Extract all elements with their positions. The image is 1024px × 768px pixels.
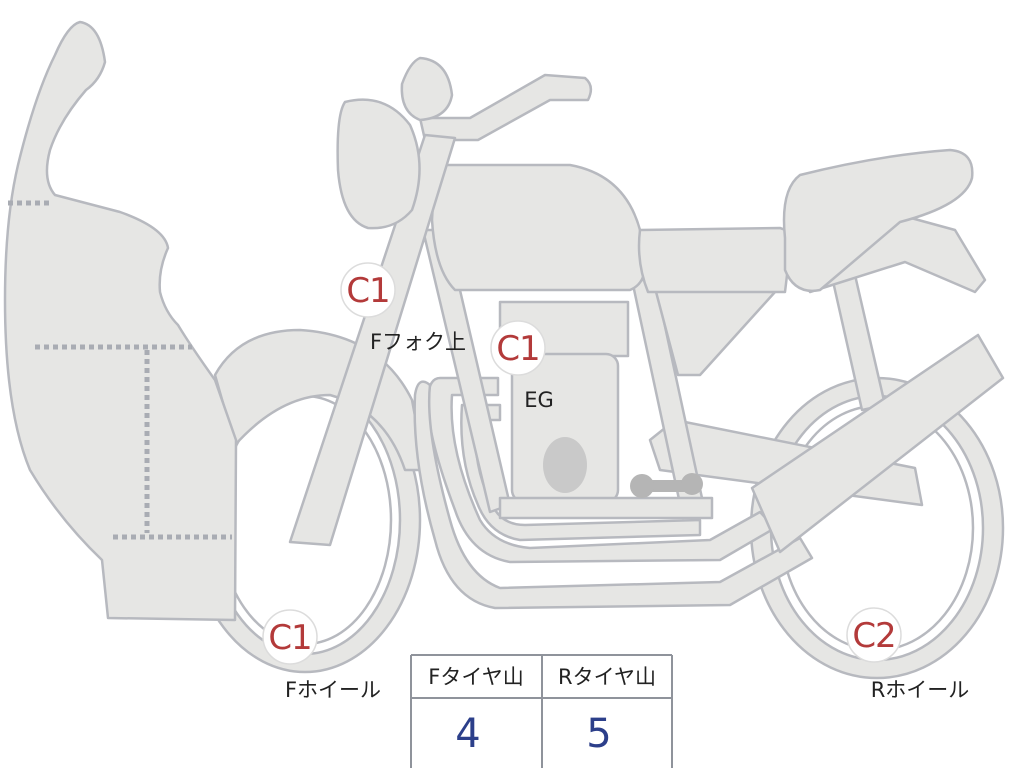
fuel-tank bbox=[430, 163, 647, 292]
engine-cover bbox=[543, 437, 587, 493]
check-point-fork-code: C1 bbox=[346, 271, 389, 311]
check-point-fork-label: Fフォク上 bbox=[370, 330, 466, 354]
check-point-engine-code: C1 bbox=[496, 329, 539, 369]
check-point-rear-wheel-code: C2 bbox=[852, 616, 895, 656]
check-point-rear-wheel: C2 Rホイール bbox=[846, 607, 970, 702]
rear-shock-absorber bbox=[750, 333, 1005, 554]
front-tread-header: Fタイヤ山 bbox=[428, 665, 523, 689]
rear-seat bbox=[782, 148, 974, 293]
check-point-engine: C1 EG bbox=[490, 320, 554, 412]
mirror bbox=[400, 56, 454, 122]
front-fork bbox=[288, 133, 457, 547]
check-point-engine-label: EG bbox=[524, 388, 554, 412]
check-point-rear-wheel-label: Rホイール bbox=[871, 678, 970, 702]
rear-tread-header: Rタイヤ山 bbox=[558, 665, 656, 689]
fairing bbox=[3, 20, 238, 622]
frame-lower-rail bbox=[498, 496, 714, 520]
tire-tread-table: Fタイヤ山 Rタイヤ山 4 5 bbox=[410, 654, 673, 768]
check-point-fork: C1 Fフォク上 bbox=[340, 262, 466, 354]
front-seat bbox=[637, 226, 793, 294]
rear-tread-value: 5 bbox=[586, 711, 611, 757]
motorcycle-illustration bbox=[3, 20, 1005, 680]
front-tread-value: 4 bbox=[455, 711, 480, 757]
footpeg bbox=[630, 473, 703, 498]
headlight bbox=[336, 98, 421, 230]
check-point-front-wheel-label: Fホイール bbox=[285, 678, 381, 702]
exhaust-pipe-main bbox=[413, 380, 814, 610]
check-point-front-wheel: C1 Fホイール bbox=[262, 609, 381, 702]
handlebar bbox=[418, 73, 593, 142]
check-point-front-wheel-code: C1 bbox=[268, 618, 311, 658]
